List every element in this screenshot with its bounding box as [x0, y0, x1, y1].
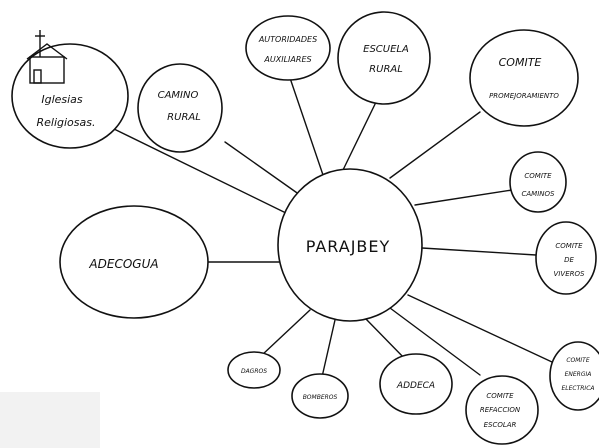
node-adecogua: ADECOGUA [59, 205, 209, 319]
node-label: AUTORIDADES [258, 35, 317, 44]
node-label: ADDECA [396, 381, 435, 391]
node-label: CAMINO [158, 90, 199, 101]
node-label: Iglesias [41, 93, 83, 106]
node-comite-caminos: COMITE CAMINOS [509, 151, 567, 213]
node-label: AUXILIARES [263, 55, 311, 64]
node-label: COMITE [555, 242, 583, 250]
node-comite-mejoramiento: COMITE PROMEJORAMIENTO [469, 29, 579, 127]
node-label: CAMINOS [522, 190, 556, 198]
node-label: PROMEJORAMIENTO [489, 92, 559, 100]
edge-comite-viveros [421, 247, 537, 256]
node-escuela: ESCUELA RURAL [337, 11, 431, 105]
edge-addeca [364, 317, 409, 363]
node-label: REFACCION [480, 406, 521, 414]
node-label: RURAL [167, 112, 201, 123]
node-label: COMITE [499, 56, 542, 69]
node-autoridades: AUTORIDADES AUXILIARES [245, 15, 331, 81]
edge-dagros [261, 309, 311, 356]
edge-camino-rural [224, 141, 301, 196]
node-label: DE [564, 256, 574, 264]
node-label: RURAL [369, 64, 403, 75]
node-label: VIVEROS [554, 270, 585, 278]
faded-scan-corner [0, 392, 100, 448]
node-label: COMITE [486, 392, 514, 400]
center-node: PARAJBEY [277, 168, 423, 322]
edge-comite-refaccion [389, 307, 481, 376]
edge-comite-mejoramiento [389, 111, 481, 179]
node-iglesias: Iglesias Religiosas. [11, 30, 129, 149]
center-label: PARAJBEY [306, 237, 391, 256]
node-label: COMITE [566, 357, 590, 364]
node-label: ADECOGUA [88, 257, 158, 271]
node-bomberos: BOMBEROS [291, 373, 349, 419]
node-comite-energia: COMITE ENERGIA ELECTRICA [549, 341, 599, 411]
node-label: ENERGIA [565, 371, 592, 378]
node-label: DAGROS [241, 368, 267, 375]
edge-iglesias [111, 127, 291, 216]
node-label: ESCOLAR [484, 421, 517, 429]
edge-autoridades [289, 77, 324, 176]
edges [111, 77, 553, 378]
edge-bomberos [321, 319, 336, 378]
edge-comite-caminos [414, 189, 513, 206]
node-comite-refaccion: COMITE REFACCION ESCOLAR [465, 375, 539, 445]
node-dagros: DAGROS [227, 351, 281, 389]
node-label: Religiosas. [37, 116, 96, 129]
church-icon [26, 30, 68, 84]
node-label: COMITE [524, 172, 552, 180]
edge-escuela [342, 97, 379, 171]
node-label: ELECTRICA [561, 385, 594, 392]
edge-comite-energia [407, 294, 553, 363]
node-camino-rural: CAMINO RURAL [137, 63, 223, 153]
node-label: ESCUELA [363, 44, 409, 55]
node-addeca: ADDECA [379, 353, 453, 415]
node-label: BOMBEROS [303, 394, 338, 401]
node-comite-viveros: COMITE DE VIVEROS [535, 221, 597, 295]
